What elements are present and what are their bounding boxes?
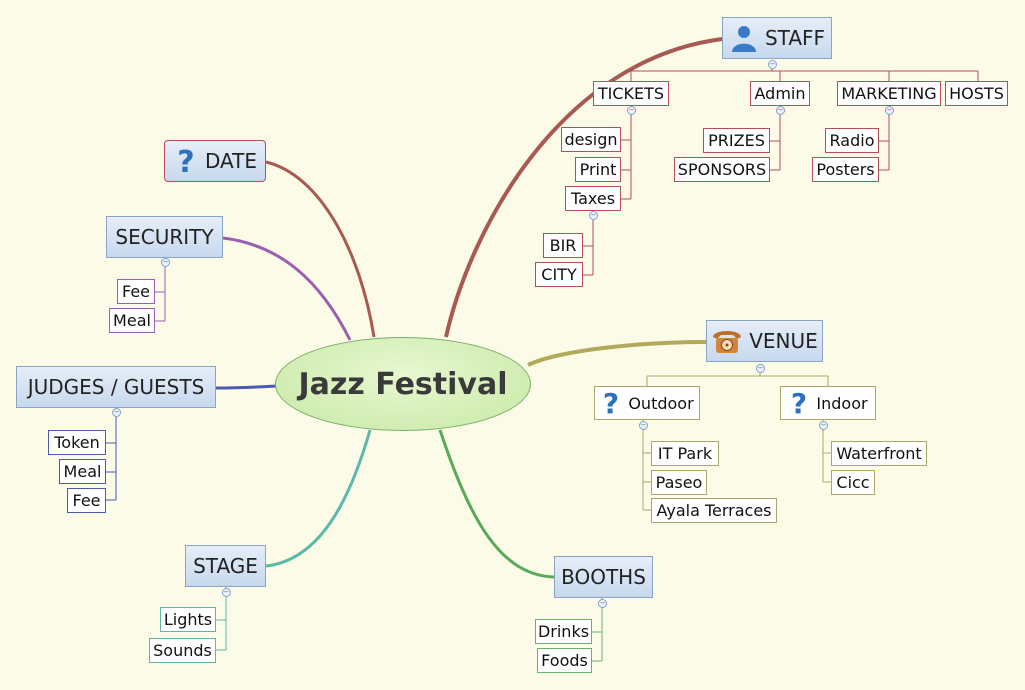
node-posters[interactable]: Posters xyxy=(812,157,879,182)
node-prizes[interactable]: PRIZES xyxy=(703,128,770,153)
collapse-staff-toggle[interactable]: − xyxy=(768,60,777,69)
node-admin[interactable]: Admin xyxy=(750,81,810,106)
branch-date xyxy=(265,160,376,338)
person-icon xyxy=(729,23,759,53)
node-security-meal[interactable]: Meal xyxy=(109,308,155,333)
topic-venue[interactable]: VENUE xyxy=(706,320,823,362)
collapse-tickets-toggle[interactable]: − xyxy=(627,106,636,115)
collapse-admin-toggle[interactable]: − xyxy=(776,106,785,115)
collapse-outdoor-toggle[interactable]: − xyxy=(639,421,648,430)
topic-security[interactable]: SECURITY xyxy=(106,216,223,258)
branch-stage xyxy=(265,429,372,568)
topic-venue-label: VENUE xyxy=(749,329,818,353)
central-topic[interactable]: Jazz Festival xyxy=(275,337,531,431)
node-city[interactable]: CITY xyxy=(535,262,583,287)
node-it-park[interactable]: IT Park xyxy=(651,441,719,466)
node-indoor[interactable]: ? Indoor xyxy=(780,386,876,420)
node-ayala-terraces[interactable]: Ayala Terraces xyxy=(651,498,777,523)
node-outdoor-label: Outdoor xyxy=(628,393,694,413)
node-marketing[interactable]: MARKETING xyxy=(837,81,941,106)
node-judges-token[interactable]: Token xyxy=(48,430,106,455)
node-print[interactable]: Print xyxy=(575,157,621,182)
node-paseo[interactable]: Paseo xyxy=(651,470,707,495)
collapse-stage-toggle[interactable]: − xyxy=(222,588,231,597)
node-stage-lights[interactable]: Lights xyxy=(160,607,216,632)
node-stage-sounds[interactable]: Sounds xyxy=(149,638,216,663)
node-taxes[interactable]: Taxes xyxy=(565,186,621,211)
question-icon: ? xyxy=(600,387,622,420)
collapse-indoor-toggle[interactable]: − xyxy=(819,421,828,430)
node-indoor-label: Indoor xyxy=(816,393,868,413)
branch-security xyxy=(222,236,352,341)
collapse-judges-toggle[interactable]: − xyxy=(112,408,121,417)
telephone-icon xyxy=(711,327,743,355)
branch-booths xyxy=(438,429,555,579)
branch-venue xyxy=(527,340,707,367)
topic-date[interactable]: ? DATE xyxy=(164,140,266,182)
node-radio[interactable]: Radio xyxy=(825,128,879,153)
collapse-marketing-toggle[interactable]: − xyxy=(885,106,894,115)
question-icon: ? xyxy=(173,145,199,180)
branch-staff xyxy=(444,37,723,338)
collapse-booths-toggle[interactable]: − xyxy=(598,599,607,608)
collapse-venue-toggle[interactable]: − xyxy=(756,364,765,373)
node-cicc[interactable]: Cicc xyxy=(831,470,875,495)
node-booths-foods[interactable]: Foods xyxy=(537,648,592,673)
node-tickets[interactable]: TICKETS xyxy=(593,81,669,106)
node-outdoor[interactable]: ? Outdoor xyxy=(594,386,700,420)
svg-text:?: ? xyxy=(603,389,619,417)
branch-judges xyxy=(215,384,278,390)
node-hosts[interactable]: HOSTS xyxy=(945,81,1008,106)
node-design[interactable]: design xyxy=(561,127,621,152)
collapse-taxes-toggle[interactable]: − xyxy=(589,211,598,220)
node-security-fee[interactable]: Fee xyxy=(117,279,155,304)
node-booths-drinks[interactable]: Drinks xyxy=(535,619,592,644)
node-bir[interactable]: BIR xyxy=(543,233,583,258)
topic-staff[interactable]: STAFF xyxy=(722,17,832,59)
topic-judges-guests[interactable]: JUDGES / GUESTS xyxy=(16,366,216,408)
node-judges-fee[interactable]: Fee xyxy=(67,488,106,513)
question-icon: ? xyxy=(788,387,810,420)
topic-staff-label: STAFF xyxy=(764,26,826,50)
svg-text:?: ? xyxy=(791,389,807,417)
svg-text:?: ? xyxy=(177,146,194,176)
topic-stage[interactable]: STAGE xyxy=(185,545,266,587)
node-sponsors[interactable]: SPONSORS xyxy=(674,157,770,182)
collapse-security-toggle[interactable]: − xyxy=(161,258,170,267)
topic-booths[interactable]: BOOTHS xyxy=(554,556,653,598)
node-judges-meal[interactable]: Meal xyxy=(59,459,106,484)
node-waterfront[interactable]: Waterfront xyxy=(831,441,927,466)
topic-date-label: DATE xyxy=(204,149,258,173)
